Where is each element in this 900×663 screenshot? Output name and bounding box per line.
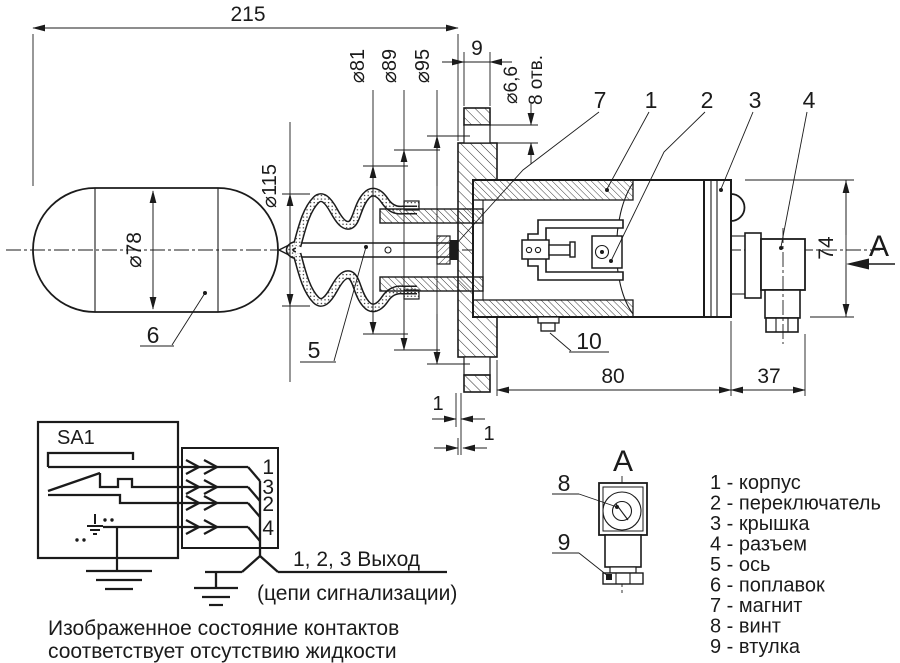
dim-37-label: 37 xyxy=(757,365,780,388)
dim-81-label: ⌀81 xyxy=(347,49,369,83)
ground-symbol-1 xyxy=(86,527,152,591)
drawing-note: Изображенное состояние контактов соответ… xyxy=(48,617,399,663)
dim-215: 215 xyxy=(32,3,459,186)
note-line-2: соответствует отсутствию жидкости xyxy=(48,640,397,663)
top-callouts: 7 1 2 3 4 xyxy=(456,87,816,263)
dim-74-label: 74 xyxy=(815,236,838,260)
legend-item-8: 8 - винт xyxy=(710,616,781,638)
pin-1-label: 1 xyxy=(262,456,274,479)
callout-6: 6 xyxy=(140,291,207,348)
view-a-arrow: A xyxy=(846,230,895,270)
dim-float-diameter: ⌀78 xyxy=(123,190,157,310)
view-direction-arrowhead xyxy=(846,258,869,270)
callout-3-label: 3 xyxy=(749,87,762,113)
dim-74: 74 xyxy=(745,179,854,318)
view-a-detail: A 8 9 xyxy=(552,445,648,594)
legend-item-5: 5 - ось xyxy=(710,554,770,576)
dim-95: ⌀95 xyxy=(412,49,470,365)
dim-89-label: ⌀89 xyxy=(379,49,401,83)
callout-10-label: 10 xyxy=(576,328,602,354)
dim-hole-diameter-label: ⌀6,6 xyxy=(501,66,522,104)
callout-8-label: 8 xyxy=(558,470,571,496)
guide-sleeve xyxy=(379,208,484,292)
bottom-screw xyxy=(537,316,560,332)
legend-item-9: 9 - втулка xyxy=(710,636,801,658)
housing-body xyxy=(472,179,705,318)
connector-contact-chevrons xyxy=(185,458,220,536)
circuit-diagram: SA1 1 3 xyxy=(36,420,457,607)
connector-pins-box xyxy=(181,447,279,549)
callout-2-label: 2 xyxy=(701,87,714,113)
legend-item-6: 6 - поплавок xyxy=(710,575,825,597)
magnet-part xyxy=(450,240,458,260)
callout-5: 5 xyxy=(300,245,368,363)
note-line-1: Изображенное состояние контактов xyxy=(48,617,399,640)
dim-gaps: 1 1 xyxy=(432,393,495,455)
dim-115-label: ⌀115 xyxy=(259,164,281,208)
connector xyxy=(744,228,806,344)
output-sublabel: (цепи сигнализации) xyxy=(257,582,457,605)
parts-legend: 1 - корпус 2 - переключатель 3 - крышка … xyxy=(710,472,881,658)
legend-item-2: 2 - переключатель xyxy=(710,493,881,515)
output-wiring xyxy=(205,466,447,587)
dim-95-label: ⌀95 xyxy=(412,49,434,83)
float-body xyxy=(32,187,279,313)
view-a-arrow-label: A xyxy=(869,230,889,263)
switch-contacts xyxy=(46,451,248,529)
legend-item-3: 3 - крышка xyxy=(710,513,810,535)
switch-box xyxy=(36,420,180,560)
view-a-title: A xyxy=(613,445,633,478)
main-view: ⌀78 6 xyxy=(6,3,895,455)
ground-symbol-2 xyxy=(194,586,238,607)
dim-78-label: ⌀78 xyxy=(123,232,146,268)
pin-3-label: 3 xyxy=(262,476,274,499)
callout-10: 10 xyxy=(549,328,609,354)
output-label: 1, 2, 3 Выход xyxy=(293,548,420,571)
callout-5-label: 5 xyxy=(308,337,321,363)
dim-89: ⌀89 xyxy=(379,49,440,351)
dim-1b-label: 1 xyxy=(483,423,494,445)
legend-item-4: 4 - разъем xyxy=(710,534,807,556)
dim-215-label: 215 xyxy=(230,3,265,26)
pin-2-label: 2 xyxy=(262,493,274,516)
dim-hole: ⌀6,6 8 отв. xyxy=(490,55,547,164)
dim-115: ⌀115 xyxy=(259,122,310,382)
dim-1a-label: 1 xyxy=(432,393,443,415)
callout-6-label: 6 xyxy=(147,322,160,348)
switch-box-label: SA1 xyxy=(57,427,95,449)
legend-item-7: 7 - магнит xyxy=(710,595,802,617)
dim-9: 9 xyxy=(442,37,512,106)
dim-80-label: 80 xyxy=(601,365,624,388)
callout-7-label: 7 xyxy=(594,87,607,113)
callout-1-label: 1 xyxy=(645,87,658,113)
cover xyxy=(703,179,746,318)
switch-mechanism xyxy=(521,219,624,281)
dim-81: ⌀81 xyxy=(347,49,408,335)
callout-4-label: 4 xyxy=(803,87,816,113)
callout-8: 8 xyxy=(552,470,619,509)
legend-item-1: 1 - корпус xyxy=(710,472,801,494)
pin-4-label: 4 xyxy=(262,517,274,540)
dim-9-label: 9 xyxy=(471,37,483,60)
dim-hole-count-label: 8 отв. xyxy=(526,55,547,105)
internal-ground-symbol xyxy=(75,514,114,542)
axis-rod xyxy=(277,241,451,259)
callout-9: 9 xyxy=(552,529,609,577)
callout-9-label: 9 xyxy=(558,529,571,555)
dim-80-37: 80 37 xyxy=(496,321,806,396)
bellows xyxy=(285,187,420,313)
